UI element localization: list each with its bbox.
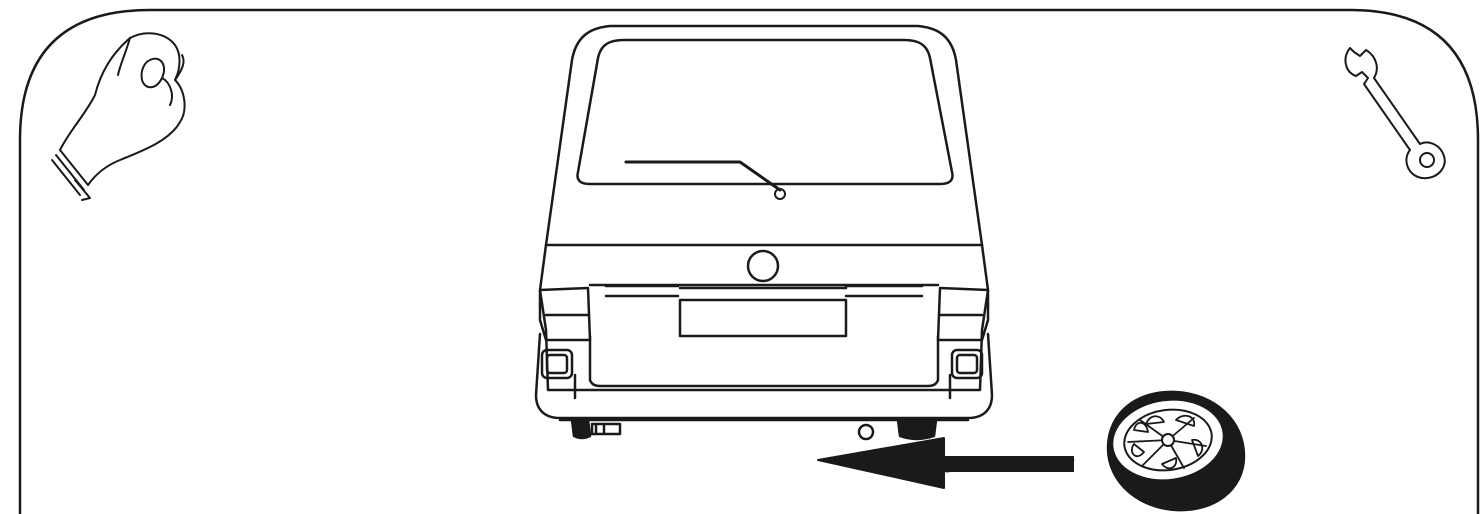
van-rear-view [536,26,992,439]
wrench-icon [1345,48,1444,178]
rear-bumper [536,334,992,418]
tow-hook [859,425,873,439]
license-plate-recess [680,300,846,336]
van-body-outline [546,26,982,245]
exhaust-pipe [592,424,620,434]
rear-wiper [626,162,780,190]
direction-arrow [818,438,1074,488]
rear-badge [748,251,778,281]
right-rear-tire [898,420,936,439]
left-rear-tire [572,420,590,438]
spare-wheel-icon [1107,392,1244,510]
hand-ok-gesture-icon [52,33,185,200]
